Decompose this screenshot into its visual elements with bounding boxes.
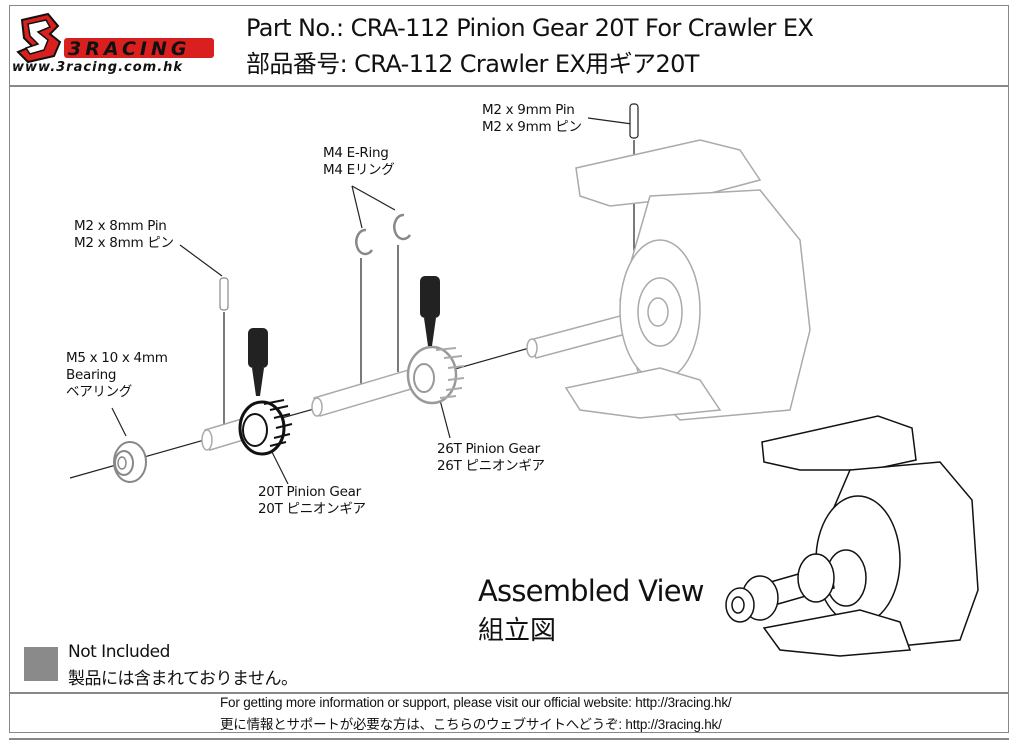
bearing-part xyxy=(113,441,147,483)
page-title-en: Part No.: CRA-112 Pinion Gear 20T For Cr… xyxy=(246,14,814,42)
svg-text:3RACING: 3RACING xyxy=(68,38,190,60)
assembled-view-illustration xyxy=(725,415,979,657)
header-bar xyxy=(9,5,1009,87)
label-jp: ベアリング xyxy=(66,384,132,400)
page-title-jp: 部品番号: CRA-112 Crawler EX用ギア20T xyxy=(246,50,699,78)
label-jp: 20T ピニオンギア xyxy=(258,501,366,517)
logo-emblem-icon xyxy=(16,12,62,64)
brand-logo: 3RACING xyxy=(14,12,234,80)
legend-not-included-jp: 製品には含まれておりません。 xyxy=(68,669,298,689)
label-jp: M4 Eリング xyxy=(323,162,395,178)
label-bearing: M5 x 10 x 4mm Bearing ベアリング xyxy=(66,350,168,401)
label-en: 26T Pinion Gear xyxy=(437,441,540,457)
label-en: 20T Pinion Gear xyxy=(258,484,361,500)
leader-m2x9-pin xyxy=(587,117,633,125)
label-en: M5 x 10 x 4mm xyxy=(66,350,168,366)
label-m2x9-pin: M2 x 9mm Pin M2 x 9mm ピン xyxy=(482,102,582,136)
label-en: M2 x 8mm Pin xyxy=(74,218,167,234)
label-m4-e-ring: M4 E-Ring M4 Eリング xyxy=(323,145,395,179)
leader-bearing xyxy=(111,407,127,437)
leader-20t-gear xyxy=(269,447,289,485)
leader-26t-gear xyxy=(439,399,451,439)
page-frame xyxy=(9,5,1009,733)
label-26t-gear: 26T Pinion Gear 26T ピニオンギア xyxy=(437,441,545,475)
label-jp: M2 x 8mm ピン xyxy=(74,235,174,251)
label-en: M4 E-Ring xyxy=(323,145,389,161)
leader-e-ring-2 xyxy=(351,185,396,211)
not-included-swatch xyxy=(24,647,58,681)
legend-not-included-en: Not Included xyxy=(68,642,170,662)
label-jp: M2 x 9mm ピン xyxy=(482,119,582,135)
footer-text-en: For getting more information or support,… xyxy=(220,695,732,710)
m2x9-pin-part xyxy=(629,103,639,139)
brand-url[interactable]: www.3racing.com.hk xyxy=(12,60,184,75)
gearbox-housing-part xyxy=(564,139,811,421)
20t-pinion-gear-part xyxy=(238,399,293,456)
label-en: M2 x 9mm Pin xyxy=(482,102,575,118)
bottom-divider xyxy=(9,738,1009,740)
m2x8-pin-part xyxy=(219,277,229,311)
26t-pinion-gear-part xyxy=(406,345,465,405)
leader-m2x8-pin xyxy=(179,244,223,277)
label-jp: 26T ピニオンギア xyxy=(437,458,545,474)
assembled-view-title: Assembled View xyxy=(478,574,705,608)
footer-bar xyxy=(9,692,1009,733)
label-20t-gear: 20T Pinion Gear 20T ピニオンギア xyxy=(258,484,366,518)
label-en2: Bearing xyxy=(66,367,117,383)
footer-text-jp: 更に情報とサポートが必要な方は、こちらのウェブサイトへどうぞ: http://3… xyxy=(220,717,722,732)
e-ring-part xyxy=(355,213,412,256)
leader-e-ring-1 xyxy=(351,185,363,229)
logo-racing-wordmark: 3RACING xyxy=(64,38,214,60)
thread-lock-bottle-icon xyxy=(248,276,440,396)
label-m2x8-pin: M2 x 8mm Pin M2 x 8mm ピン xyxy=(74,218,174,252)
assembled-view-title-jp: 組立図 xyxy=(478,616,557,646)
